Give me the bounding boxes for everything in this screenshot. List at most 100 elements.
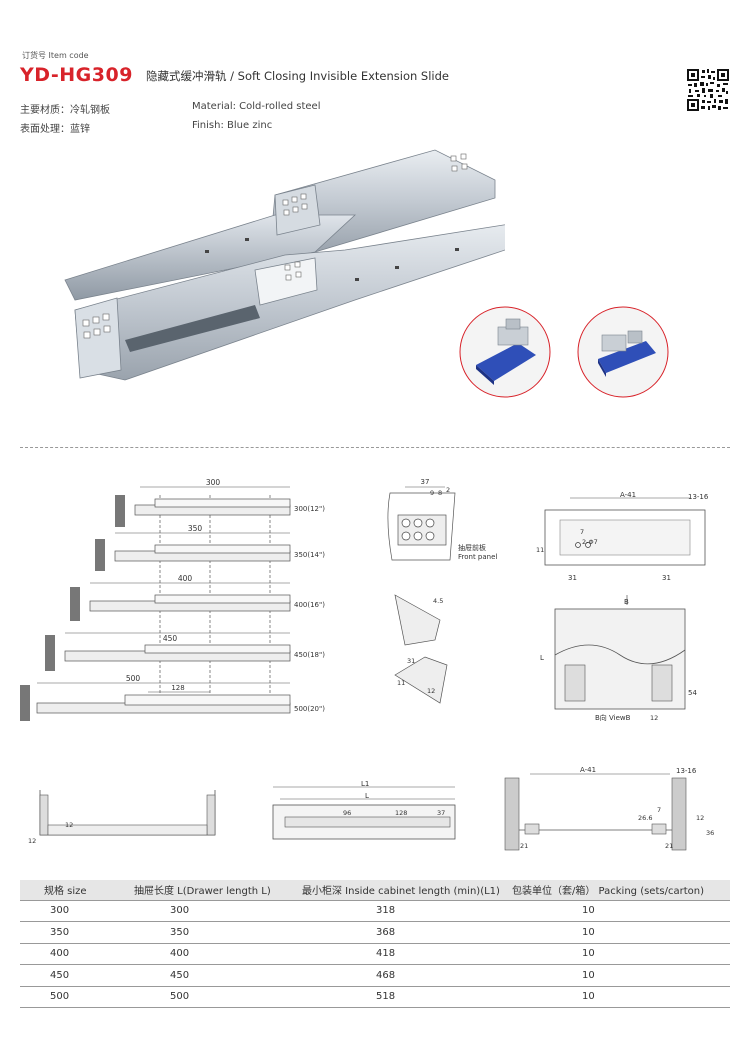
cs-dim-12: 12: [696, 814, 704, 822]
size-350: 350(14"): [294, 551, 325, 559]
col-packing: 包装单位（套/箱） Packing (sets/carton): [504, 880, 730, 901]
cell-cabinet-length: 418: [288, 943, 504, 965]
fp-dim-8: 8: [438, 489, 442, 497]
front-panel-detail: 37 9 8 2 抽屉前板 Front panel: [387, 478, 497, 561]
col-drawer-length: 抽屉长度 L(Drawer length L): [120, 880, 288, 901]
length-row-400: 400 400(16"): [70, 574, 325, 621]
angle-dim-12: 12: [427, 687, 435, 695]
dim-450: 450: [163, 634, 178, 643]
fp-dim-2: 2: [446, 486, 450, 494]
hole-view: A-41 13-16 7 2-Φ7 11 31 31: [536, 491, 709, 582]
cs-dim-36: 36: [706, 829, 714, 837]
product-illustration: [64, 149, 505, 381]
front-panel-en: Front panel: [458, 553, 497, 561]
fp-dim-9: 9: [430, 489, 434, 497]
cell-packing: 10: [504, 921, 730, 944]
cell-cabinet-length: 468: [288, 964, 504, 987]
cell-size: 400: [20, 943, 120, 965]
size-500: 500(20"): [294, 705, 325, 713]
cell-drawer-length: 450: [120, 964, 288, 987]
cell-size: 350: [20, 921, 120, 944]
angle-details: 4.5 31 11 12: [394, 594, 448, 704]
fp-dim-37: 37: [421, 478, 430, 486]
cell-size: 500: [20, 986, 120, 1008]
cl-dim-L: L: [365, 792, 369, 800]
length-row-300: 300 300(12"): [115, 478, 325, 527]
cl-dim-128: 128: [395, 809, 407, 817]
angle-dim-11: 11: [397, 679, 405, 687]
cell-drawer-length: 400: [120, 943, 288, 965]
table-row: 500 500 518 10: [20, 986, 730, 1008]
table-row: 350 350 368 10: [20, 921, 730, 944]
cabinet-section-diagram: A-41 13-16 26.6 7 12 36 21 21: [504, 766, 714, 851]
cl-dim-96: 96: [343, 809, 351, 817]
vb-label: B向 ViewB: [595, 713, 631, 722]
col-cabinet-length: 最小柜深 Inside cabinet length (min)(L1): [288, 880, 504, 901]
hv-hole-label: 2-Φ7: [582, 538, 598, 546]
dim-500: 500: [126, 674, 141, 683]
cabinet-length-diagram: L1 L 96 128 37: [272, 780, 456, 840]
ds-dim-12-b: 12: [65, 821, 73, 829]
vb-dim-54: 54: [688, 689, 697, 697]
cs-dim-266: 26.6: [638, 814, 652, 822]
size-400: 400(16"): [294, 601, 325, 609]
hv-dim-a41: A-41: [620, 491, 636, 499]
finish-en: Finish: Blue zinc: [192, 120, 273, 131]
col-size: 规格 size: [20, 880, 120, 901]
cell-drawer-length: 350: [120, 921, 288, 944]
vb-dim-12: 12: [650, 714, 658, 722]
drawer-section-diagram: 12 12: [28, 790, 216, 845]
cell-packing: 10: [504, 986, 730, 1008]
size-450: 450(18"): [294, 651, 325, 659]
ds-dim-12-a: 12: [28, 837, 36, 845]
cs-dim-a41: A-41: [580, 766, 596, 774]
hv-dim-31-left: 31: [568, 574, 577, 582]
front-panel-cn: 抽屉前板: [458, 543, 486, 552]
hv-dim-11: 11: [536, 546, 544, 554]
cell-packing: 10: [504, 964, 730, 987]
angle-dim-31: 31: [407, 657, 415, 665]
section-divider: [20, 447, 730, 448]
cell-cabinet-length: 518: [288, 986, 504, 1008]
cl-dim-37: 37: [437, 809, 445, 817]
table-header-row: 规格 size 抽屉长度 L(Drawer length L) 最小柜深 Ins…: [20, 880, 730, 901]
finish-cn: 表面处理：蓝锌: [20, 124, 90, 135]
cell-packing: 10: [504, 943, 730, 965]
dim-128: 128: [171, 684, 184, 692]
hv-dim-1316: 13-16: [688, 493, 709, 501]
product-title: 隐藏式缓冲滑轨 / Soft Closing Invisible Extensi…: [146, 69, 449, 83]
cell-drawer-length: 300: [120, 900, 288, 922]
dim-350: 350: [188, 524, 203, 533]
clip-detail-circle-2: [577, 306, 669, 398]
length-row-450: 450 450(18"): [45, 632, 325, 671]
cell-cabinet-length: 318: [288, 900, 504, 922]
size-300: 300(12"): [294, 505, 325, 513]
cs-dim-1316: 13-16: [676, 767, 697, 775]
item-code-label: 订货号 Item code: [22, 51, 89, 60]
cl-dim-L1: L1: [361, 780, 369, 788]
table-row: 400 400 418 10: [20, 943, 730, 965]
vb-dim-L: L: [540, 654, 544, 662]
view-b-diagram: B L 54 B向 ViewB 12: [540, 595, 697, 722]
angle-dim-45: 4.5: [433, 597, 443, 605]
qr-code-icon: [686, 68, 730, 112]
cs-dim-21-left: 21: [520, 842, 528, 850]
table-row: 300 300 318 10: [20, 900, 730, 922]
cs-dim-21-right: 21: [665, 842, 673, 850]
length-row-500: 500 128 500(20"): [20, 674, 325, 721]
table-row: 450 450 468 10: [20, 964, 730, 987]
length-row-350: 350 350(14"): [95, 524, 325, 571]
material-en: Material: Cold-rolled steel: [192, 101, 321, 112]
cell-packing: 10: [504, 900, 730, 922]
hv-dim-7: 7: [580, 528, 584, 536]
length-diagram: 300 300(12") 350 350(14") 400 400(16") 4…: [20, 478, 325, 721]
dim-300: 300: [206, 478, 221, 487]
clip-detail-circle-1: [459, 306, 551, 398]
specification-table: 规格 size 抽屉长度 L(Drawer length L) 最小柜深 Ins…: [20, 880, 730, 1008]
product-code: YD-HG309: [20, 64, 133, 86]
material-cn: 主要材质：冷轧钢板: [20, 105, 110, 116]
hv-dim-31-right: 31: [662, 574, 671, 582]
cell-size: 300: [20, 900, 120, 922]
cell-cabinet-length: 368: [288, 921, 504, 944]
vb-b: B: [624, 598, 629, 606]
